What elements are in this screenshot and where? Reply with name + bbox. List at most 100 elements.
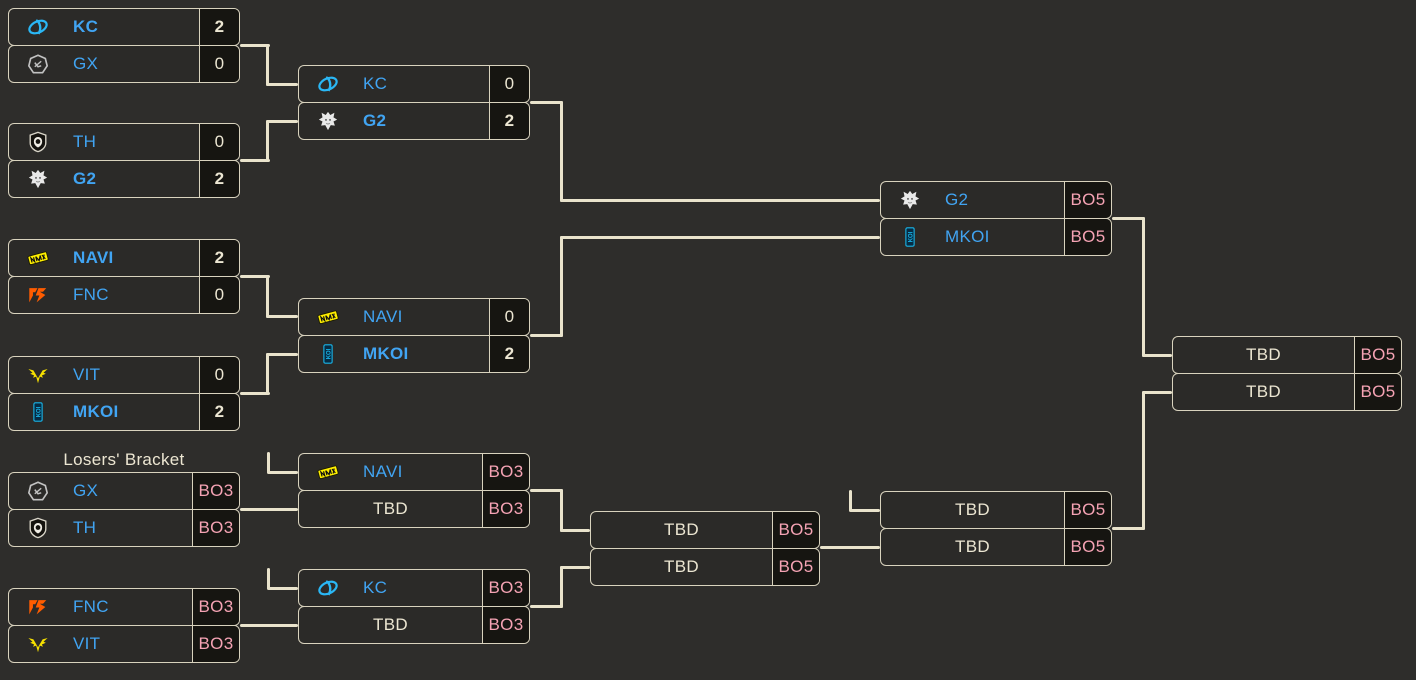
bracket-connector-drop-in-to-lb-r2-m1 [267,471,298,474]
team-cell: TBD [1173,337,1354,373]
svg-text:KOI: KOI [326,348,332,359]
bracket-connector-ub-r1-m4-to-ub-r2-m2 [266,353,298,356]
team-cell: TH [9,510,192,546]
team-row-ub-r2-m2-1[interactable]: NAVI 0 [298,298,530,336]
bracket-connector-lb-final-to-grand-final [1112,527,1145,530]
navi-logo-icon [317,306,339,328]
bestof-badge: BO5 [1064,492,1111,528]
bracket-connector-lb-r2-m1-to-lb-semifinal [560,489,563,532]
team-row-lb-r1-m2-2[interactable]: VIT BO3 [8,625,240,663]
bestof-badge: BO3 [192,626,239,662]
bracket-connector-ub-r2-m2-to-ub-final [530,334,563,337]
kc-logo-icon [317,577,339,599]
bracket-connector-lb-semifinal-to-lb-final [820,546,880,549]
svg-text:KOI: KOI [908,231,914,242]
bracket-connector-ub-r2-m2-to-ub-final [560,236,563,337]
score-value: 0 [489,66,529,102]
team-name: TBD [1246,382,1281,401]
team-name: FNC [73,597,109,616]
bestof-badge: BO5 [1064,182,1111,218]
g2-logo-icon [27,168,49,190]
team-cell: TBD [881,529,1064,565]
bracket-connector-lb-final-to-grand-final [1142,391,1145,530]
team-name: VIT [73,365,101,384]
team-cell: G2 [299,103,489,139]
score-value: 2 [489,336,529,372]
team-name: TBD [373,499,408,518]
score-value: 2 [199,9,239,45]
bracket-connector-lb-r2-m2-to-lb-semifinal [560,566,563,608]
bestof-badge: BO3 [192,510,239,546]
team-cell: GX [9,473,192,509]
bracket-connector-ub-r1-m1-to-ub-r2-m1 [240,44,270,47]
score-value: 0 [199,124,239,160]
mkoi-logo-icon: KOI [317,343,339,365]
team-cell: NAVI [299,299,489,335]
bracket-connector-ub-r1-m4-to-ub-r2-m2 [240,392,270,395]
bracket-connector-ub-r1-m4-to-ub-r2-m2 [266,353,269,395]
bracket-connector-ub-r1-m3-to-ub-r2-m2 [266,275,269,318]
team-cell: FNC [9,589,192,625]
bracket-connector-lb-r2-m2-to-lb-semifinal [560,566,590,569]
team-name: TBD [955,537,990,556]
team-name: VIT [73,634,101,653]
team-cell: G2 [881,182,1064,218]
gx-logo-icon [27,480,49,502]
bestof-badge: BO3 [482,570,529,606]
bestof-badge: BO3 [482,454,529,490]
bracket-connector-lb-r1-m2-to-lb-r2-m2 [240,624,298,627]
bracket-connector-ub-r2-m1-to-ub-final [530,101,563,104]
bracket-connector-ub-final-to-grand-final [1142,217,1145,357]
team-cell: FNC [9,277,199,313]
team-name: GX [73,54,99,73]
vit-logo-icon [27,633,49,655]
team-cell: KOI MKOI [881,219,1064,255]
bestof-badge: BO5 [1354,337,1401,373]
team-name: MKOI [945,227,990,246]
score-value: 2 [199,240,239,276]
bracket-connector-drop-in-to-lb-r2-m1 [267,452,270,473]
team-cell: TBD [881,492,1064,528]
team-name: G2 [945,190,969,209]
team-row-ub-r1-m3-1[interactable]: NAVI 2 [8,239,240,277]
score-value: 0 [489,299,529,335]
team-cell: KC [9,9,199,45]
score-value: 0 [199,46,239,82]
team-row-ub-final-1[interactable]: G2 BO5 [880,181,1112,219]
team-name: NAVI [73,248,114,267]
team-row-ub-r1-m1-2[interactable]: GX 0 [8,45,240,83]
team-name: TBD [664,520,699,539]
team-name: G2 [73,169,97,188]
team-cell: G2 [9,161,199,197]
team-name: NAVI [363,307,403,326]
bracket-connector-ub-final-to-grand-final [1112,217,1145,220]
